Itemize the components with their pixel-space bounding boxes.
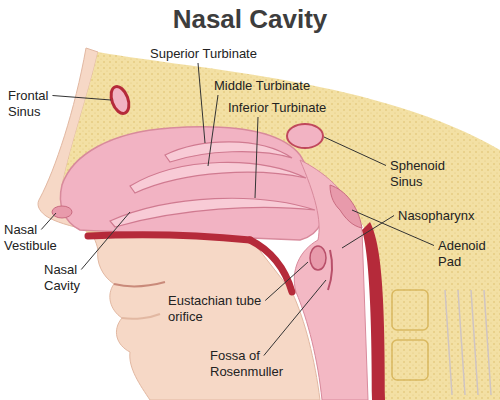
- leader-line: [81, 212, 130, 270]
- leader-line: [265, 262, 308, 301]
- part-label: Inferior Turbinate: [228, 100, 326, 116]
- inferior-turbinate-shape: [110, 198, 315, 227]
- soft-palate: [250, 240, 292, 292]
- diagram-title: Nasal Cavity: [0, 4, 500, 35]
- adenoid-shape: [330, 185, 362, 228]
- leader-line: [52, 96, 111, 101]
- vertebra: [392, 290, 428, 330]
- muscle-fiber: [471, 290, 478, 395]
- part-label: Nasal Cavity: [44, 262, 99, 294]
- leader-line: [324, 137, 386, 166]
- vertebra-outlines: [392, 290, 428, 380]
- part-label: Nasal Vestibule: [4, 222, 72, 254]
- muscle-fiber: [445, 290, 452, 395]
- frontal-sinus-shape: [108, 84, 133, 116]
- part-label: Sphenoid Sinus: [390, 158, 462, 190]
- part-label: Frontal Sinus: [8, 88, 70, 120]
- leader-line: [264, 280, 326, 356]
- leader-line: [342, 216, 394, 249]
- hard-palate: [88, 235, 250, 240]
- sphenoid-sinus-shape: [287, 124, 323, 148]
- part-label: Nasopharynx: [398, 208, 475, 224]
- part-label: Adenoid Pad: [438, 238, 500, 270]
- part-label: Superior Turbinate: [150, 46, 257, 62]
- nasal-cavity-shape: [60, 127, 324, 240]
- neck-muscle: [445, 290, 491, 395]
- leader-line: [255, 117, 258, 198]
- vertebra: [392, 340, 428, 380]
- pharynx-shape: [294, 160, 368, 400]
- lip-line: [122, 314, 160, 319]
- lip-line: [114, 282, 165, 286]
- leader-line: [198, 63, 205, 143]
- muscle-fiber: [458, 290, 465, 395]
- leader-line: [41, 213, 56, 230]
- part-label: Eustachian tube orifice: [168, 293, 280, 325]
- muscle-fiber: [484, 290, 491, 395]
- part-label: Middle Turbinate: [214, 78, 310, 94]
- superior-turbinate-shape: [165, 142, 292, 162]
- nostril: [52, 206, 72, 218]
- leader-line: [208, 95, 218, 166]
- fossa-crease: [328, 250, 332, 290]
- part-label: Fossa of Rosenmuller: [210, 348, 300, 380]
- posterior-pharyngeal-wall: [362, 222, 385, 400]
- eustachian-orifice-shape: [310, 246, 326, 270]
- middle-turbinate-shape: [130, 162, 306, 193]
- leader-lines: [41, 63, 434, 356]
